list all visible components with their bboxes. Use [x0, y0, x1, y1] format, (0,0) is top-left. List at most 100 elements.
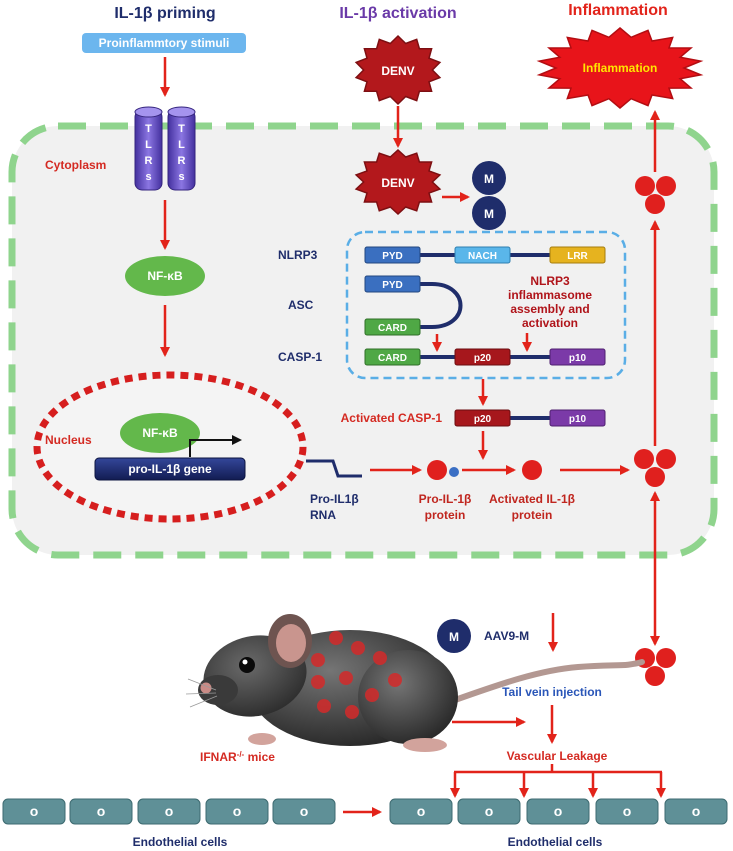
denv-star-shape	[354, 34, 442, 106]
denv-virus-cell: DENV	[354, 148, 442, 216]
tlr-text-1: TLRs	[144, 123, 153, 183]
tlr-cylinder-2	[167, 106, 196, 191]
pro-il1b-protein	[427, 460, 459, 480]
inflammation-spots	[311, 631, 402, 719]
mouse-illustration	[185, 614, 645, 752]
inflammation-burst: Inflammation	[536, 27, 704, 109]
domain-p10	[549, 348, 606, 366]
mouse-ear	[268, 614, 312, 668]
aav9-m-label: AAV9-M	[484, 629, 529, 643]
endothelial-cell: o	[595, 798, 659, 825]
nfkb-nucleus-label: NF-κB	[142, 426, 178, 440]
cell-nucleus-mark: o	[165, 803, 174, 819]
il1b-cluster-secreted	[635, 176, 676, 214]
cell-nucleus-mark: o	[30, 803, 39, 819]
endothelial-cell: o	[272, 798, 336, 825]
endothelial-cell: o	[2, 798, 66, 825]
m-label: M	[484, 207, 494, 221]
nlrp3-label: NLRP3	[278, 248, 318, 262]
domain-label: PYD	[382, 280, 403, 291]
asc-row: ASC PYD CARD	[288, 275, 463, 336]
mouse-haunch	[358, 650, 458, 744]
tlr-cylinder-1	[134, 106, 163, 191]
active-protein-label-line1: Activated IL-1β	[489, 492, 575, 506]
domain-pyd	[364, 246, 421, 264]
il1b-cluster-blood	[635, 648, 676, 686]
domain-p20	[454, 348, 511, 366]
endothelial-cell: o	[664, 798, 728, 825]
activated-casp1-row: Activated CASP-1 p20 p10	[341, 409, 606, 427]
pro-protein-label-line2: protein	[425, 508, 466, 522]
domain-pyd	[364, 275, 421, 293]
inflammation-star-label: Inflammation	[583, 61, 658, 75]
cell-nucleus-mark: o	[97, 803, 106, 819]
tlr-label-2: TLRs	[168, 121, 195, 187]
casp1-row: CASP-1 CARD p20 p10	[278, 348, 606, 366]
cell-nucleus-mark: o	[233, 803, 242, 819]
header-activation: IL-1β activation	[339, 5, 456, 22]
asc-label: ASC	[288, 298, 314, 312]
note-line: inflammasome	[508, 288, 592, 302]
mice-label: IFNAR-/- mice	[200, 750, 275, 765]
mouse-whiskers	[185, 678, 218, 708]
pro-protein-label-line1: Pro-IL-1β	[419, 492, 472, 506]
vascular-leakage-label: Vascular Leakage	[507, 749, 608, 763]
aav9-m-vector: M	[437, 619, 471, 653]
endothelial-left-label: Endothelial cells	[133, 835, 228, 849]
domain-card	[364, 318, 421, 336]
mouse-front-paw	[248, 733, 276, 745]
gene-label: pro-IL-1β gene	[128, 462, 212, 476]
domain-p10	[549, 409, 606, 427]
domain-label: NACH	[468, 251, 497, 262]
cytoplasm-label: Cytoplasm	[45, 158, 106, 172]
pro-il1b-gene: pro-IL-1β gene	[94, 457, 246, 481]
m-protein-2: M	[472, 196, 506, 230]
tlr-text-2: TLRs	[177, 123, 186, 183]
casp1-label: CASP-1	[278, 350, 322, 364]
nfkb-nucleus: NF-κB	[120, 413, 200, 453]
stimuli-box: Proinflammtory stimuli	[82, 33, 246, 53]
endothelium-left: o o o o o	[2, 798, 336, 825]
endothelial-right-label: Endothelial cells	[508, 835, 603, 849]
active-protein-label-line2: protein	[512, 508, 553, 522]
cell-nucleus-mark: o	[417, 803, 426, 819]
header-priming: IL-1β priming	[114, 5, 215, 22]
note-line: NLRP3	[530, 274, 570, 288]
nfkb-cytoplasm: NF-κB	[125, 256, 205, 296]
il1b-cluster-cell	[634, 449, 676, 487]
mice-genotype: -/-	[237, 750, 245, 759]
denv-virus-top: DENV	[354, 34, 442, 106]
nfkb-cytoplasm-label: NF-κB	[147, 269, 183, 283]
mouse-hind-foot	[403, 738, 447, 752]
pro-il1b-rna-strand	[306, 459, 362, 478]
cell-nucleus-mark: o	[623, 803, 632, 819]
cell-nucleus-mark: o	[692, 803, 701, 819]
domain-lrr	[549, 246, 606, 264]
endothelium-right: o o o o o	[389, 798, 728, 825]
domain-label: PYD	[382, 251, 403, 262]
nucleus-label: Nucleus	[45, 433, 92, 447]
note-line: assembly and	[510, 302, 589, 316]
mouse-tail	[452, 659, 645, 703]
domain-label: CARD	[378, 353, 407, 364]
endothelial-cell: o	[69, 798, 133, 825]
tlr-label-1: TLRs	[135, 121, 162, 187]
domain-p20	[454, 409, 511, 427]
domain-label: CARD	[378, 323, 407, 334]
tlr-receptors	[134, 106, 196, 191]
endothelial-cell: o	[205, 798, 269, 825]
domain-label: p10	[569, 353, 587, 364]
stimuli-label: Proinflammtory stimuli	[99, 36, 230, 50]
asc-linker	[420, 282, 463, 329]
mice-strain: IFNAR	[200, 750, 237, 764]
note-line: activation	[522, 316, 578, 330]
inflammasome-box	[345, 230, 627, 380]
activated-il1b-protein	[522, 460, 542, 480]
activated-casp1-label: Activated CASP-1	[341, 411, 443, 425]
domain-label: p10	[569, 414, 587, 425]
nlrp3-row: NLRP3 PYD NACH LRR	[278, 246, 606, 264]
leakage-bracket	[450, 764, 666, 798]
mice-suffix: mice	[244, 750, 275, 764]
